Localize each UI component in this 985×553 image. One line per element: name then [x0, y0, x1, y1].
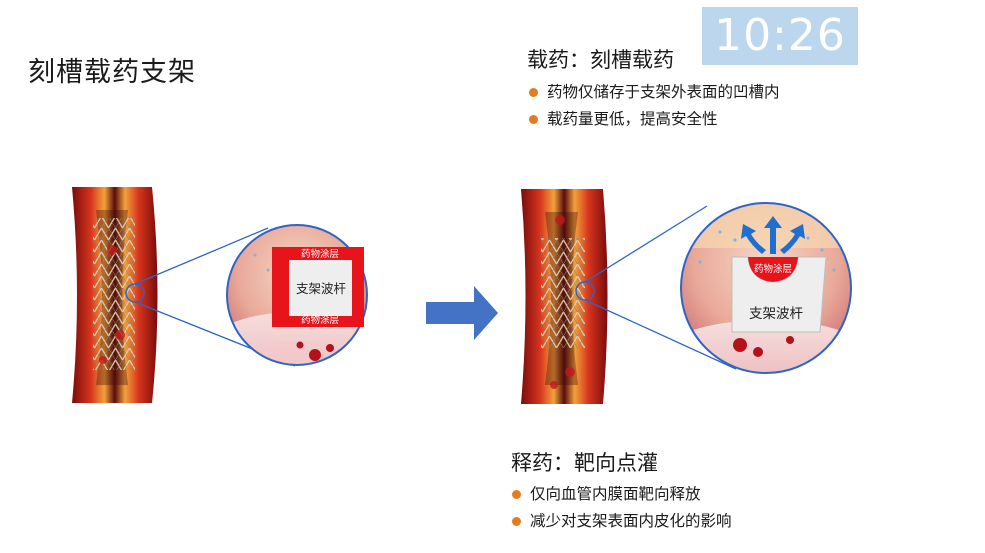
- release-bullet-text: 仅向血管内膜面靶向释放: [530, 485, 701, 503]
- right-zoom-circle: 药物涂层 支架波杆: [680, 202, 852, 374]
- release-bullet-item: 仅向血管内膜面靶向释放: [510, 481, 732, 508]
- right-coating-label: 药物涂层: [754, 263, 792, 275]
- release-arrows-icon: [741, 216, 805, 254]
- right-vessel: [521, 189, 608, 404]
- loading-bullets: 药物仅储存于支架外表面的凹槽内 载药量更低，提高安全性: [527, 79, 780, 133]
- left-vessel: [72, 187, 158, 403]
- transition-arrow-icon: [426, 286, 498, 340]
- loading-heading: 载药：刻槽载药: [527, 48, 674, 72]
- release-bullets: 仅向血管内膜面靶向释放 减少对支架表面内皮化的影响: [510, 481, 732, 535]
- release-bullet-text: 减少对支架表面内皮化的影响: [530, 512, 732, 530]
- left-strut-label: 支架波杆: [296, 281, 347, 296]
- bullet-dot-icon: [512, 517, 521, 526]
- right-coating-groove: [748, 257, 798, 282]
- release-bullet-item: 减少对支架表面内皮化的影响: [510, 508, 732, 535]
- loading-bullet-item: 载药量更低，提高安全性: [527, 106, 780, 133]
- left-zoom-circle: 药物涂层 药物涂层 支架波杆: [226, 224, 368, 366]
- left-coating-label-bottom: 药物涂层: [301, 314, 339, 326]
- bullet-dot-icon: [529, 88, 538, 97]
- loading-bullet-text: 药物仅储存于支架外表面的凹槽内: [547, 83, 780, 101]
- bullet-dot-icon: [529, 115, 538, 124]
- bullet-dot-icon: [512, 490, 521, 499]
- clock-overlay: 10:26: [702, 7, 858, 65]
- release-heading: 释药：靶向点灌: [511, 451, 658, 475]
- slide-title: 刻槽载药支架: [28, 57, 196, 88]
- loading-bullet-item: 药物仅储存于支架外表面的凹槽内: [527, 79, 780, 106]
- left-coating-label-top: 药物涂层: [301, 248, 339, 260]
- right-strut-label: 支架波杆: [749, 306, 803, 322]
- loading-bullet-text: 载药量更低，提高安全性: [547, 110, 718, 128]
